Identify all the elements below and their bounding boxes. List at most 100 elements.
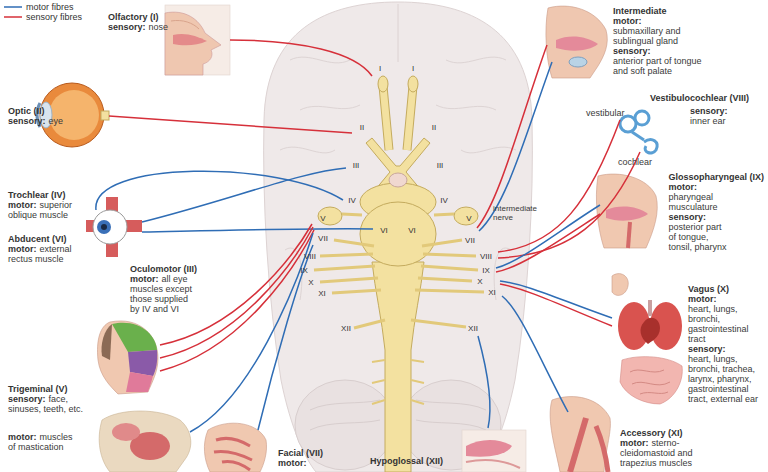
vagus-organs-picture [612, 274, 682, 404]
fibre-type: sensory: [690, 106, 728, 116]
callout-text: motor:muscles of mastication [8, 432, 78, 452]
description-text: pharyngeal musculature [668, 192, 717, 212]
nerve-fibres [109, 116, 352, 133]
fibre-type: sensory: [668, 212, 706, 222]
facial-muscle-picture [204, 423, 266, 472]
jaw-muscle-picture [99, 411, 191, 472]
text-line: sensory: [668, 212, 730, 222]
nerve-fibres [477, 45, 547, 228]
fibre-type: motor: [278, 458, 307, 468]
inner-ear-picture [635, 111, 649, 125]
fibre-type: motor: [8, 200, 37, 210]
text-line: heart, lungs, bronchi, trachea, larynx, … [688, 354, 762, 404]
nerve-numeral: IV [348, 196, 356, 205]
callout-text: Oculomotor (III)motor:all eye muscles ex… [130, 264, 198, 314]
nerve-numeral: XII [468, 324, 478, 333]
text-line: sensory:nose [108, 22, 168, 32]
callout-text: Vestibulocochlear (VIII) [650, 93, 765, 103]
callout-text: Trochlear (IV)motor:superior oblique mus… [8, 190, 78, 220]
text-line: motor:superior oblique muscle [8, 200, 78, 220]
text-line: Vagus (X) [688, 284, 762, 294]
nerve-numeral: IX [300, 266, 308, 275]
brainstem [372, 360, 424, 404]
nose-section-picture [165, 5, 230, 75]
nerve-name: Hypoglossal (XII) [370, 456, 443, 466]
nerve-name: Trigeminal (V) [8, 384, 68, 394]
nerve-numeral: VII [465, 236, 475, 245]
face-zones-picture [101, 324, 112, 360]
legend-line-sample [4, 16, 22, 18]
neck-muscle-picture [550, 397, 610, 472]
text-line: sensory: [613, 46, 711, 56]
tongue-section-picture [466, 440, 512, 457]
text-line: intermediate nerve [493, 204, 545, 222]
eye-muscle-picture [86, 197, 142, 257]
nerve-fibres [500, 281, 612, 318]
eye-muscle-picture [97, 220, 111, 234]
description-text: intermediate nerve [493, 204, 537, 222]
brainstem [407, 86, 413, 150]
eyeball-picture [101, 111, 109, 120]
nerve-numeral: VII [318, 234, 328, 243]
pharynx-section-picture [596, 174, 657, 248]
nerve-name: Intermediate [613, 6, 667, 16]
brainstem [314, 76, 484, 472]
nerve-numeral: VIII [480, 252, 492, 261]
callout-text: vestibular [586, 108, 630, 118]
text-line: Oculomotor (III) [130, 264, 198, 274]
jaw-muscle-picture [99, 411, 191, 472]
eye-muscle-picture [101, 224, 107, 230]
fibre-type: motor: [8, 432, 37, 442]
face-zones-picture [98, 321, 159, 394]
face-zones-picture [98, 321, 159, 394]
text-line: Facial (VII) [278, 448, 358, 458]
tongue-section-picture [466, 460, 520, 468]
fibre-type: sensory: [8, 116, 46, 126]
text-line: sensory:eye [8, 116, 68, 126]
neck-muscle-picture [550, 397, 610, 472]
nerve-name: Accessory (XI) [620, 428, 683, 438]
nerve-numeral: XI [318, 289, 326, 298]
description-text: nose [149, 22, 169, 32]
nerve-numeral: IX [482, 266, 490, 275]
brainstem [383, 86, 389, 150]
eyeball-picture [37, 83, 109, 147]
description-text: heart, lungs, bronchi, gastrointestinal … [688, 304, 749, 344]
nerve-numeral: X [308, 278, 313, 287]
vagus-organs-picture [641, 318, 660, 344]
nerve-fibres [142, 229, 373, 232]
text-line: sensory:face, sinuses, teeth, etc. [8, 394, 94, 414]
eyeball-picture [49, 90, 99, 140]
nerve-fibres [142, 168, 346, 222]
text-line: motor:all eye muscles except those suppl… [130, 274, 198, 314]
text-line: submaxillary and sublingual gland [613, 26, 711, 46]
text-line: Trigeminal (V) [8, 384, 94, 394]
callout-text: Olfactory (I)sensory:nose [108, 12, 168, 32]
eye-muscle-picture [93, 210, 127, 244]
callout-text: Glossopharyngeal (IX)motor:pharyngeal mu… [668, 172, 730, 252]
description-text: vestibular [586, 108, 625, 118]
callout-text: Intermediatemotor:submaxillary and subli… [613, 6, 711, 76]
text-line: Optic (II) [8, 106, 68, 116]
callout-text: Facial (VII)motor: [278, 448, 358, 468]
inner-ear-picture [620, 111, 657, 153]
gland-section-picture [556, 37, 598, 51]
text-line: motor: [688, 294, 762, 304]
text-line: Accessory (XI) [620, 428, 702, 438]
brainstem [407, 86, 413, 150]
text-line: Vestibulocochlear (VIII) [650, 93, 765, 103]
nose-section-picture [165, 12, 221, 75]
legend-text: motor fibres [26, 2, 74, 12]
callout-text: Hypoglossal (XII) [370, 456, 460, 466]
text-line: cochlear [618, 157, 662, 167]
inner-ear-picture [644, 140, 657, 153]
legend-row: motor fibres [4, 2, 82, 12]
nerve-numeral: XI [488, 288, 496, 297]
description-text: heart, lungs, bronchi, trachea, larynx, … [688, 354, 758, 404]
text-line: posterior part of tongue, tonsil, pharyn… [668, 222, 730, 252]
nerve-numeral: V [320, 214, 325, 223]
text-line: motor: [613, 16, 711, 26]
callout-text: intermediate nerve [493, 204, 545, 222]
nerve-name: Facial (VII) [278, 448, 323, 458]
